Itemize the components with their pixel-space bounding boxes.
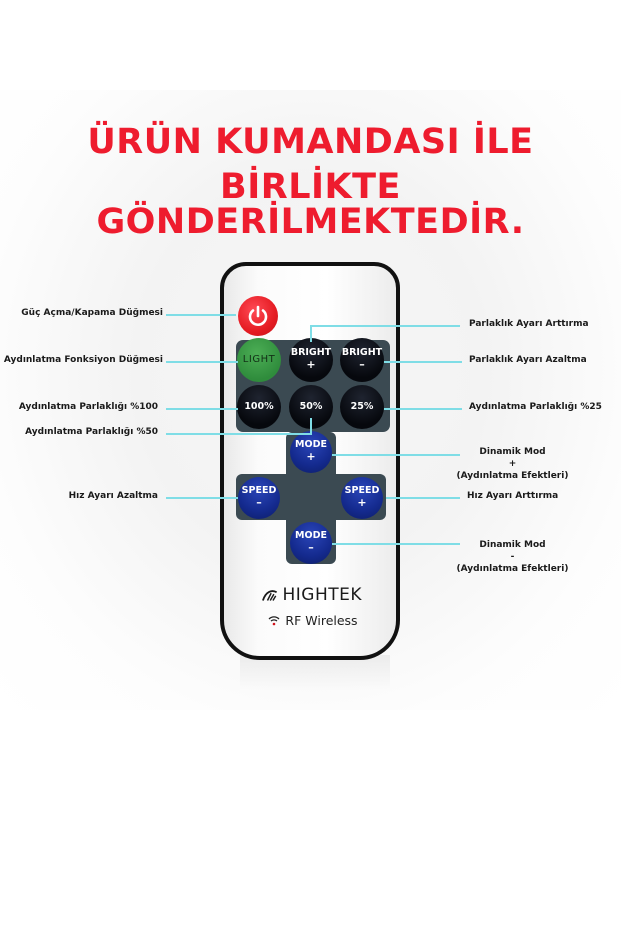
mode-down-button[interactable]: MODE –	[290, 522, 332, 564]
minus-sign: –	[256, 496, 262, 510]
mode-up-label: MODE	[295, 439, 327, 451]
speed-up-button[interactable]: SPEED +	[341, 477, 383, 519]
callout-line-light	[166, 361, 238, 363]
callout-mode-down-line3: (Aydınlatma Efektleri)	[456, 564, 569, 575]
brand-name: HIGHTEK	[282, 585, 362, 605]
plus-sign: +	[306, 358, 316, 372]
rf-wireless-text: RF Wireless	[285, 612, 358, 628]
headline-line-1: ÜRÜN KUMANDASI İLE	[87, 122, 534, 162]
callout-line-mode-up	[332, 454, 460, 456]
brightness-100-label: 100%	[244, 400, 274, 412]
callout-brightness-100: Aydınlatma Parlaklığı %100	[18, 402, 158, 412]
callout-bright-down: Parlaklık Ayarı Azaltma	[469, 355, 587, 365]
callout-mode-down-line2: -	[510, 552, 515, 563]
bright-down-label: BRIGHT	[341, 347, 383, 359]
speed-down-label: SPEED	[241, 485, 277, 497]
callout-mode-up-line3: (Aydınlatma Efektleri)	[456, 471, 569, 482]
bright-down-button[interactable]: BRIGHT –	[340, 338, 384, 382]
power-icon	[248, 305, 268, 326]
brand-logo: HIGHTEK	[262, 583, 362, 607]
rf-wireless-label: RF Wireless	[258, 611, 368, 629]
brightness-50-label: 50%	[299, 400, 323, 412]
callout-speed-up: Hız Ayarı Arttırma	[467, 491, 559, 501]
callout-mode-up-line2: +	[508, 459, 517, 470]
callout-line-mode-down	[332, 543, 460, 545]
speed-down-button[interactable]: SPEED –	[238, 477, 280, 519]
minus-sign: –	[359, 358, 365, 372]
mode-down-label: MODE	[295, 530, 327, 542]
callout-line-brightness-100	[166, 408, 238, 410]
callout-mode-up: Dinamik Mod + (Aydınlatma Efektleri)	[455, 446, 570, 482]
callout-line-bright-up-vertical	[310, 326, 312, 342]
callout-brightness-25: Aydınlatma Parlaklığı %25	[469, 402, 602, 412]
light-button-label: LIGHT	[242, 354, 276, 366]
brightness-25-label: 25%	[350, 400, 374, 412]
callout-line-brightness-50	[166, 433, 312, 435]
brightness-25-button[interactable]: 25%	[340, 385, 384, 429]
bright-up-label: BRIGHT	[290, 347, 332, 359]
callout-line-power	[166, 314, 236, 316]
minus-sign: –	[308, 541, 314, 555]
callout-line-brightness-25	[384, 408, 462, 410]
callout-bright-up: Parlaklık Ayarı Arttırma	[469, 319, 589, 329]
brand-mark-icon	[262, 590, 278, 601]
callout-mode-down: Dinamik Mod - (Aydınlatma Efektleri)	[455, 539, 570, 575]
light-button[interactable]: LIGHT	[237, 338, 281, 382]
callout-line-bright-up	[310, 325, 460, 327]
callout-mode-down-line1: Dinamik Mod	[479, 540, 546, 550]
bright-up-button[interactable]: BRIGHT +	[289, 338, 333, 382]
callout-brightness-50: Aydınlatma Parlaklığı %50	[25, 427, 158, 437]
wifi-icon	[268, 616, 280, 626]
callout-power: Güç Açma/Kapama Düğmesi	[21, 308, 163, 318]
callout-mode-up-line1: Dinamik Mod	[479, 447, 546, 457]
plus-sign: +	[306, 450, 316, 464]
callout-light: Aydınlatma Fonksiyon Düğmesi	[3, 355, 163, 365]
power-button[interactable]	[238, 296, 278, 336]
speed-up-label: SPEED	[344, 485, 380, 497]
callout-line-bright-down	[384, 361, 462, 363]
callout-line-speed-up	[386, 497, 460, 499]
callout-line-speed-down	[166, 497, 238, 499]
callout-speed-down: Hız Ayarı Azaltma	[68, 491, 158, 501]
brightness-100-button[interactable]: 100%	[237, 385, 281, 429]
headline-line-2: BİRLİKTE GÖNDERİLMEKTEDİR.	[96, 167, 525, 242]
callout-line-brightness-50-vertical	[310, 418, 312, 434]
remote-shadow	[240, 655, 390, 690]
mode-up-button[interactable]: MODE +	[290, 431, 332, 473]
plus-sign: +	[357, 496, 367, 510]
